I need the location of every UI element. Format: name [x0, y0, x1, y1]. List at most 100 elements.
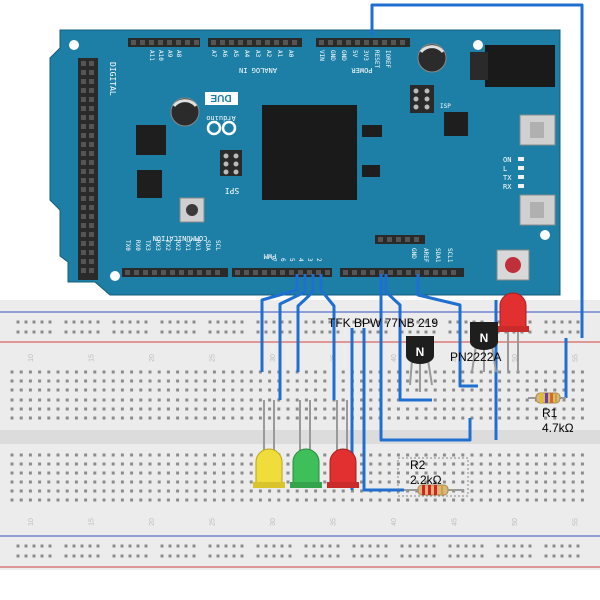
breadboard-hole — [433, 480, 437, 484]
breadboard-hole — [19, 453, 23, 457]
rail-hole — [32, 544, 36, 548]
breadboard-hole — [470, 462, 474, 466]
power-header — [316, 38, 410, 47]
breadboard-hole — [10, 407, 14, 411]
small-chip — [362, 125, 382, 137]
rail-hole — [80, 330, 84, 334]
breadboard-hole — [433, 407, 437, 411]
header-pin — [89, 169, 94, 174]
breadboard-hole — [111, 379, 115, 383]
breadboard-hole — [130, 416, 134, 420]
breadboard-hole — [580, 462, 584, 466]
rail-hole — [448, 330, 452, 334]
breadboard-hole — [406, 379, 410, 383]
breadboard-hole — [194, 498, 198, 502]
erase-button-cap[interactable] — [186, 204, 198, 216]
breadboard-hole — [10, 388, 14, 392]
rail-hole — [96, 320, 100, 324]
breadboard-hole — [203, 462, 207, 466]
breadboard-hole — [166, 498, 170, 502]
breadboard-hole — [323, 370, 327, 374]
breadboard-hole — [387, 453, 391, 457]
column-number-top: 40 — [391, 354, 398, 362]
header-pin — [405, 237, 410, 242]
breadboard-hole — [442, 379, 446, 383]
breadboard-hole — [534, 416, 538, 420]
breadboard-hole — [176, 462, 180, 466]
header-pin — [134, 270, 139, 275]
rail-hole — [160, 330, 164, 334]
breadboard-hole — [166, 453, 170, 457]
breadboard-hole — [102, 471, 106, 475]
breadboard-hole — [369, 370, 373, 374]
rail-hole — [16, 330, 20, 334]
breadboard-hole — [498, 379, 502, 383]
breadboard-hole — [148, 498, 152, 502]
header-pin — [140, 40, 145, 45]
rail-hole — [328, 320, 332, 324]
breadboard-hole — [387, 379, 391, 383]
breadboard-hole — [415, 370, 419, 374]
header-pin — [188, 270, 193, 275]
rail-hole — [544, 330, 548, 334]
header-pin — [211, 40, 216, 45]
breadboard-hole — [120, 489, 124, 493]
breadboard-hole — [65, 370, 69, 374]
breadboard-hole — [139, 388, 143, 392]
breadboard-hole — [166, 407, 170, 411]
header-pin — [307, 270, 312, 275]
breadboard-hole — [452, 398, 456, 402]
rail-hole — [72, 330, 76, 334]
usb-port-programming[interactable] — [519, 194, 556, 226]
rail-hole — [464, 544, 468, 548]
breadboard-hole — [525, 462, 529, 466]
rail-hole — [64, 330, 68, 334]
reset-button-cap[interactable] — [505, 257, 521, 273]
breadboard-hole — [203, 407, 207, 411]
breadboard-hole — [396, 498, 400, 502]
rail-hole — [128, 320, 132, 324]
usb-port-inner — [530, 122, 544, 138]
header-pin — [81, 196, 86, 201]
rail-hole — [280, 320, 284, 324]
breadboard-hole — [461, 398, 465, 402]
rail-hole — [304, 330, 308, 334]
breadboard-hole — [424, 379, 428, 383]
usb-chip — [136, 125, 166, 155]
breadboard-hole — [111, 480, 115, 484]
breadboard-hole — [139, 379, 143, 383]
breadboard-hole — [488, 388, 492, 392]
rail-hole — [136, 330, 140, 334]
breadboard-hole — [249, 388, 253, 392]
breadboard-hole — [130, 480, 134, 484]
column-number-bottom: 25 — [210, 518, 217, 526]
header-pin — [81, 268, 86, 273]
header-pin — [280, 270, 285, 275]
status-led-label: L — [503, 165, 507, 173]
breadboard-hole — [148, 489, 152, 493]
usb-port-native[interactable] — [519, 114, 556, 146]
rail-hole — [48, 544, 52, 548]
header-pin — [185, 40, 190, 45]
breadboard-hole — [580, 453, 584, 457]
breadboard-hole — [360, 398, 364, 402]
rail-hole — [112, 320, 116, 324]
breadboard-hole — [93, 498, 97, 502]
analog-pin-label: A1 — [276, 50, 283, 58]
wire-pin5-yellow — [260, 274, 299, 372]
rail-hole — [512, 554, 516, 558]
breadboard-hole — [203, 379, 207, 383]
breadboard-hole — [406, 388, 410, 392]
breadboard-hole — [488, 407, 492, 411]
breadboard-hole — [534, 388, 538, 392]
digital-header-pins — [81, 61, 94, 273]
breadboard-hole — [295, 407, 299, 411]
breadboard-hole — [130, 398, 134, 402]
breadboard-hole — [139, 407, 143, 411]
breadboard-hole — [304, 498, 308, 502]
breadboard-hole — [369, 416, 373, 420]
breadboard-hole — [28, 398, 32, 402]
breadboard-hole — [424, 480, 428, 484]
breadboard-hole — [212, 498, 216, 502]
